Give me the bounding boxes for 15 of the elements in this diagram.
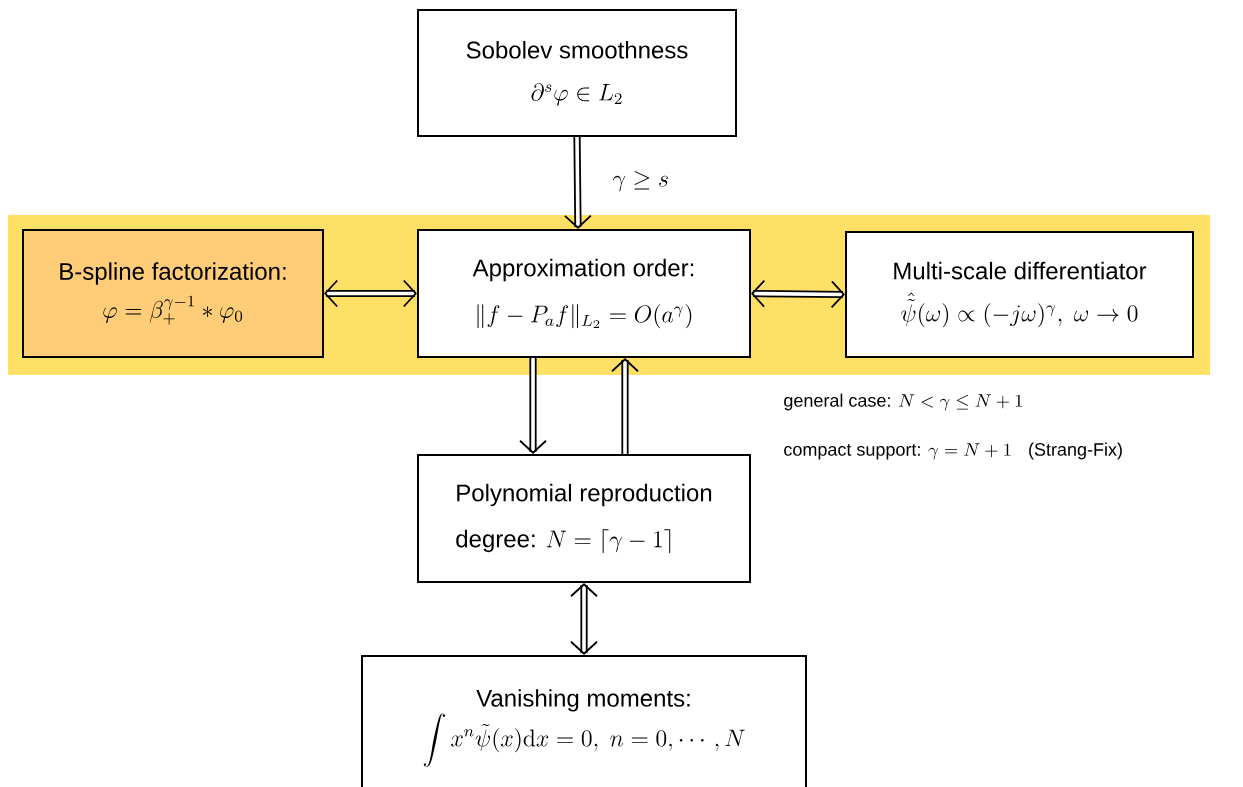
double-arrow <box>570 583 598 655</box>
double-arrow <box>519 358 547 454</box>
text-box: Sobolev smoothness $\partial^s\varphi\in L_2$ <box>417 9 737 137</box>
double-arrow <box>751 279 845 309</box>
note-text: general case: $N<\gamma\leq N+1$ <box>784 393 1022 411</box>
text-box: Multi-scale differentiator $\hat{\tilde{\psi}}(\omega)\propto(-j\omega)^\gamma,\ \omega\rightarrow 0$ <box>845 231 1194 358</box>
text-box: Vanishing moments: $\int x^n\tilde{\psi}(x)\mathrm{d}x=0,\ n=0,\cdots,N$ <box>361 655 807 787</box>
text-box: Approximation order: $\|f-P_af\|_{L_2}=O(a^\gamma)$ <box>417 229 751 358</box>
double-arrow <box>324 279 417 308</box>
text-box: B-spline factorization: $\varphi=\beta_+^{\gamma-1}*\varphi_0$ <box>22 229 324 358</box>
double-arrow <box>563 136 592 229</box>
note-text: compact support: $\gamma=N+1$ (Strang-Fix) <box>784 442 1122 460</box>
double-arrow <box>611 358 639 454</box>
text-box: Polynomial reproduction degree: $N=\lceil\gamma-1\rceil$ <box>417 454 751 583</box>
edge-label: $\gamma\geq s$ <box>610 169 671 193</box>
